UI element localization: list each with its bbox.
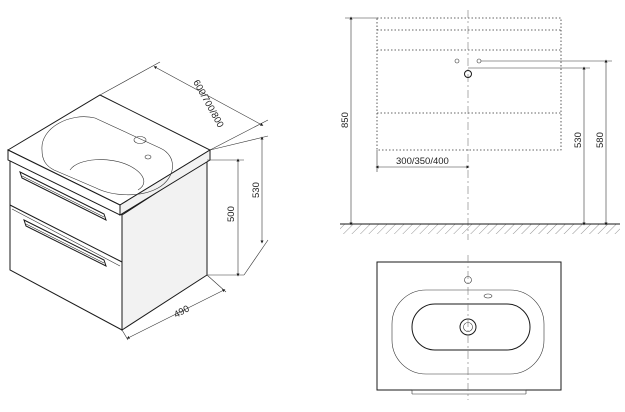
tap-hole [133, 136, 147, 144]
dimension-total-height-label: 850 [340, 112, 351, 128]
dimension-height-label: 530 [251, 182, 262, 198]
dimension-width-label: 600/700/800 [190, 78, 225, 130]
cabinet-outline [376, 17, 562, 151]
basin-plan-outline [376, 261, 562, 391]
waste-outlet [464, 70, 472, 78]
dimension-drain-width-label: 300/350/400 [396, 156, 449, 167]
floor-hatch [340, 224, 620, 234]
dimension-depth-label: 490 [172, 303, 191, 320]
plan-view [376, 255, 562, 400]
dimension-drain-height-label: 530 [573, 132, 584, 148]
front-elevation: 850 300/350/400 530 580 [340, 10, 620, 240]
dimension-cabinet-height: 500 [207, 158, 244, 277]
dimension-waste-height-label: 580 [595, 132, 606, 148]
drawer-divider [9, 204, 123, 263]
drawer-handle-bottom [23, 219, 107, 267]
dimension-waste-height: 580 [481, 59, 612, 226]
basin-plan-bowl [411, 303, 531, 351]
drawer-handle-top [19, 171, 107, 221]
water-inlet-right [476, 58, 482, 64]
basin-bowl-inner [69, 159, 145, 191]
overflow-plan [483, 293, 493, 299]
dimension-drain-width: 300/350/400 [375, 150, 470, 172]
dimension-drain-height: 530 [468, 66, 590, 226]
isometric-view: 600/700/800 490 500 530 [6, 61, 269, 341]
water-inlet-left [454, 58, 460, 64]
overflow-hole [144, 154, 152, 160]
basin-bowl-outline [41, 116, 173, 196]
dimension-total-height: 850 [340, 16, 377, 226]
dimension-cabinet-height-label: 500 [226, 206, 237, 222]
dimension-height: 530 [209, 135, 269, 276]
